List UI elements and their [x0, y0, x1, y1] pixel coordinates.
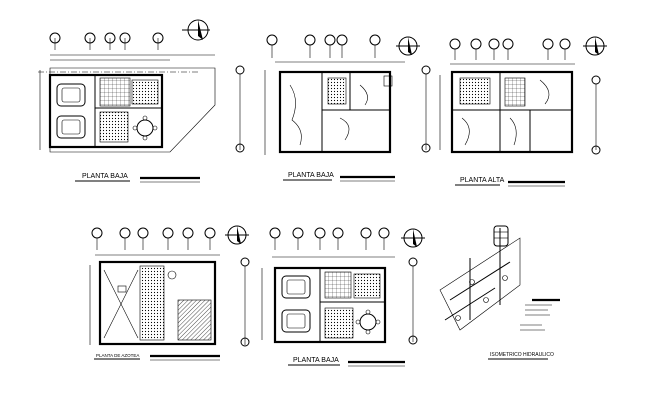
north-arrow-icon: [583, 36, 607, 56]
plan-ground-floor-alt: PLANTA BAJA: [264, 34, 431, 182]
drawing-label: PLANTA ALTA: [460, 177, 505, 184]
isometric-hydraulic: ISOMETRICO HIDRAULICO: [439, 225, 560, 360]
axis-markers-top: [266, 34, 381, 58]
drawing-label: PLANTA BAJA: [82, 173, 128, 180]
car-icon: [281, 275, 311, 299]
car-icon: [56, 115, 86, 139]
car-icon: [281, 309, 311, 333]
drawing-label: PLANTA BAJA: [293, 357, 339, 364]
plan-ground-floor-top: PLANTA BAJA: [38, 19, 245, 183]
drawing-label: ISOMETRICO HIDRAULICO: [490, 352, 554, 358]
drawing-label: PLANTA BAJA: [288, 172, 334, 179]
car-icon: [56, 83, 86, 107]
north-arrow-icon: [396, 36, 420, 56]
dining-table-icon: [355, 309, 381, 335]
drawing-label: PLANTA DE AZOTEA: [96, 353, 139, 358]
legend-block: [520, 298, 560, 331]
plan-ground-floor-furnished: PLANTA BAJA: [261, 227, 425, 367]
north-arrow-icon: [182, 19, 210, 41]
dining-table-icon: [132, 115, 158, 141]
plan-upper-floor: PLANTA ALTA: [439, 36, 607, 187]
axis-markers-top: [269, 227, 390, 250]
axis-markers-top: [449, 38, 571, 60]
north-arrow-icon: [401, 228, 425, 248]
water-tank-icon: [493, 225, 509, 247]
plan-roof: PLANTA DE AZOTEA: [89, 225, 250, 361]
axis-markers-top: [49, 32, 164, 50]
axis-markers-top: [91, 227, 216, 250]
north-arrow-icon: [225, 225, 249, 245]
